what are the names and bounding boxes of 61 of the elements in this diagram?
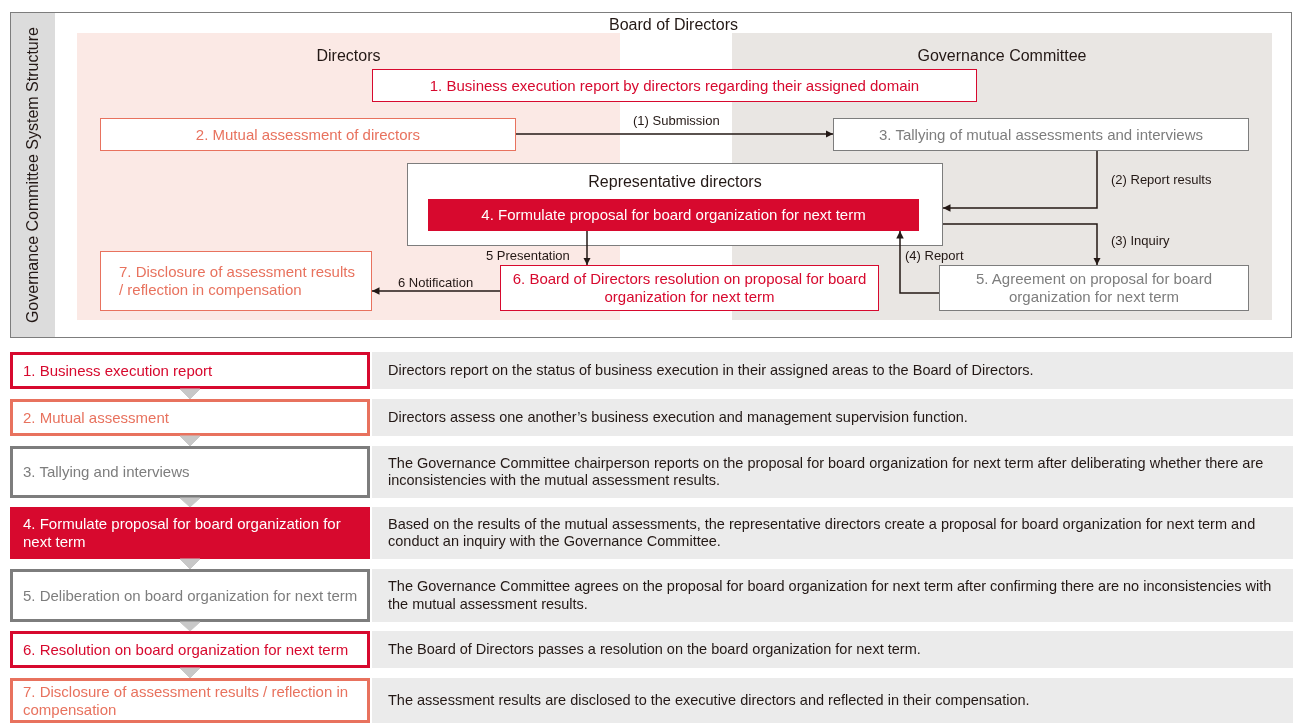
step-box — [10, 399, 370, 436]
process-box — [500, 265, 879, 311]
process-box — [100, 118, 516, 151]
step-box — [10, 631, 370, 668]
node-text: The Board of Directors passes a resolution on the board organization for next term. — [388, 640, 922, 659]
arrow — [942, 223, 1101, 266]
chevron-arrow — [179, 621, 201, 632]
node-text: 6. Resolution on board organization for next term — [23, 640, 350, 659]
step-box — [10, 678, 370, 723]
node-text: Directors report on the status of business execution in their assigned areas to the Board of Directors. — [388, 361, 1035, 380]
chevron-arrow — [179, 388, 201, 400]
edge-label: (3) Inquiry — [1111, 233, 1170, 249]
heading: Representative directors — [587, 172, 763, 192]
vertical-title: Governance Committee System Structure — [23, 26, 43, 324]
node-text: 1. Business execution report — [23, 361, 214, 380]
node-text: 1. Business execution report by directors regarding their assigned domain — [428, 76, 921, 95]
edge-label: 5 Presentation — [486, 248, 570, 264]
chevron-arrow — [179, 497, 201, 508]
node-text: 2. Mutual assessment of directors — [194, 125, 422, 144]
node-text: 2. Mutual assessment — [23, 408, 170, 427]
chevron-arrow — [179, 558, 201, 570]
chevron-arrow — [179, 667, 201, 679]
edge-label: (1) Submission — [633, 113, 720, 129]
node-text: 3. Tallying of mutual assessments and interviews — [877, 125, 1204, 144]
step-box — [10, 446, 370, 498]
node-text: 4. Formulate proposal for board organization for next term — [23, 515, 342, 551]
process-box — [833, 118, 1249, 151]
group-box — [407, 163, 943, 246]
node-text: 3. Tallying and interviews — [23, 463, 191, 481]
heading: Governance Committee — [916, 46, 1088, 66]
arrow — [583, 230, 591, 266]
arrow — [371, 287, 501, 295]
edge-label: (2) Report results — [1111, 172, 1212, 188]
process-box — [372, 69, 977, 102]
arrow — [515, 130, 834, 138]
node-text: 6. Board of Directors resolution on proposal for board organization for next term — [511, 270, 868, 306]
node-text: 5. Deliberation on board organization for next term — [23, 586, 359, 605]
node-text: 7. Disclosure of assessment results / reflection in compensation — [23, 682, 350, 719]
heading: Directors — [315, 46, 382, 66]
edge-label: (4) Report — [905, 248, 964, 264]
chevron-arrow — [179, 435, 201, 447]
heading: Board of Directors — [608, 15, 739, 35]
step-box — [10, 352, 370, 389]
node-text: 5. Agreement on proposal for board organization for next term — [975, 270, 1213, 306]
node-text: Directors assess one another’s business execution and management supervision function. — [388, 408, 969, 427]
arrow — [896, 230, 940, 294]
edge-label: 6 Notification — [398, 275, 474, 291]
node-text: 4. Formulate proposal for board organization for next term — [480, 206, 867, 224]
side-band — [11, 13, 55, 337]
step-box — [10, 507, 370, 559]
step-box — [10, 569, 370, 622]
process-box — [428, 199, 919, 231]
frame-panel — [10, 12, 1292, 338]
node-text: The Governance Committee chairperson reports on the proposal for board organization for next term after deliberating whether there are inconsistencies with the mutual assessment results. — [388, 454, 1265, 490]
node-text: The assessment results are disclosed to the executive directors and reflected in their compensation. — [388, 691, 1031, 710]
arrow — [942, 150, 1098, 212]
process-box — [100, 251, 372, 311]
node-text: The Governance Committee agrees on the proposal for board organization for next term after confirming there are no inconsistencies with the mutual assessment results. — [388, 578, 1273, 613]
process-box — [939, 265, 1249, 311]
node-text: 7. Disclosure of assessment results / reflection in compensation — [119, 263, 356, 299]
node-text: Based on the results of the mutual assessments, the representative directors create a proposal for board organization for next term and conduct an inquiry with the Governance Committee. — [388, 515, 1257, 551]
